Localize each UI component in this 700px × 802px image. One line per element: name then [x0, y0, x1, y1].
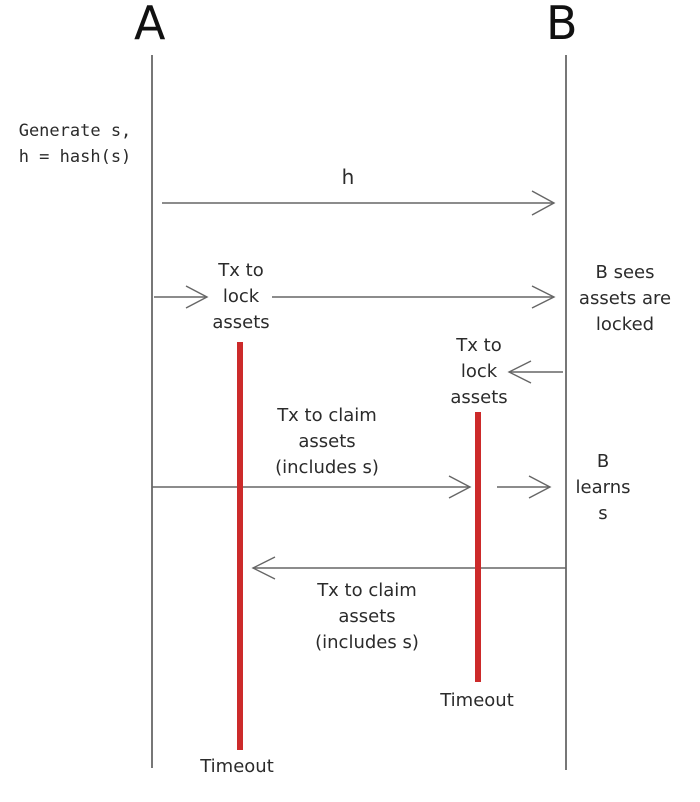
arrowhead-lock-b	[507, 360, 532, 384]
participant-a: A	[134, 0, 166, 50]
arrowhead-claim-b	[251, 556, 276, 580]
arrowhead-lock-a-start	[185, 285, 209, 309]
note-b-sees: B sees assets are locked	[578, 262, 672, 335]
label-tx-lock-b: Tx to lock assets	[450, 335, 508, 408]
label-h: h	[341, 165, 355, 189]
arrowhead-claim-a	[448, 475, 472, 499]
label-tx-lock-a: Tx to lock assets	[212, 260, 270, 333]
arrowhead-h	[531, 190, 556, 216]
arrowhead-learns	[528, 475, 552, 499]
participant-b: B	[546, 0, 578, 50]
label-timeout-a: Timeout	[200, 756, 274, 777]
label-tx-claim-b: Tx to claim assets (includes s)	[315, 580, 419, 653]
label-timeout-b: Timeout	[440, 690, 514, 711]
label-tx-claim-a: Tx to claim assets (includes s)	[275, 405, 379, 478]
note-b-learns: B learns s	[575, 451, 631, 524]
note-generate: Generate s, h = hash(s)	[18, 121, 132, 167]
arrowhead-lock-a-end	[531, 285, 556, 309]
